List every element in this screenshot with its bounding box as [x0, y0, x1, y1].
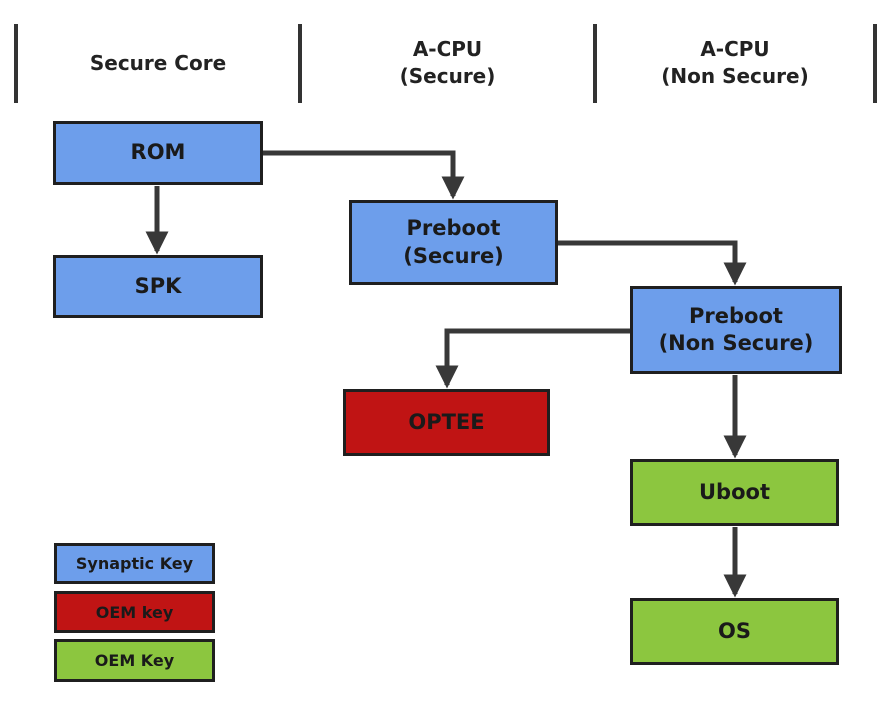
arrow-rom-to-preboot-secure — [263, 150, 465, 200]
node-uboot: Uboot — [630, 459, 839, 526]
legend-oem-key-green: OEM Key — [54, 639, 215, 682]
node-optee: OPTEE — [343, 389, 550, 456]
node-os: OS — [630, 598, 839, 665]
node-preboot-non-secure: Preboot (Non Secure) — [630, 286, 842, 374]
node-preboot-secure: Preboot (Secure) — [349, 200, 558, 285]
arrow-preboot-non-secure-to-optee — [435, 328, 630, 389]
column-title-acpu-non-secure: A-CPU (Non Secure) — [661, 37, 809, 88]
column-title-secure-core: Secure Core — [89, 50, 227, 75]
node-rom: ROM — [53, 121, 263, 185]
arrow-preboot-secure-to-non-secure — [558, 240, 747, 286]
node-spk: SPK — [53, 255, 263, 318]
column-divider-2 — [298, 24, 302, 103]
column-divider-1 — [14, 24, 18, 103]
column-divider-4 — [873, 24, 877, 103]
legend-oem-key-red: OEM key — [54, 591, 215, 633]
column-title-acpu-secure: A-CPU (Secure) — [399, 37, 496, 88]
column-divider-3 — [593, 24, 597, 103]
legend-synaptic-key: Synaptic Key — [54, 543, 215, 584]
